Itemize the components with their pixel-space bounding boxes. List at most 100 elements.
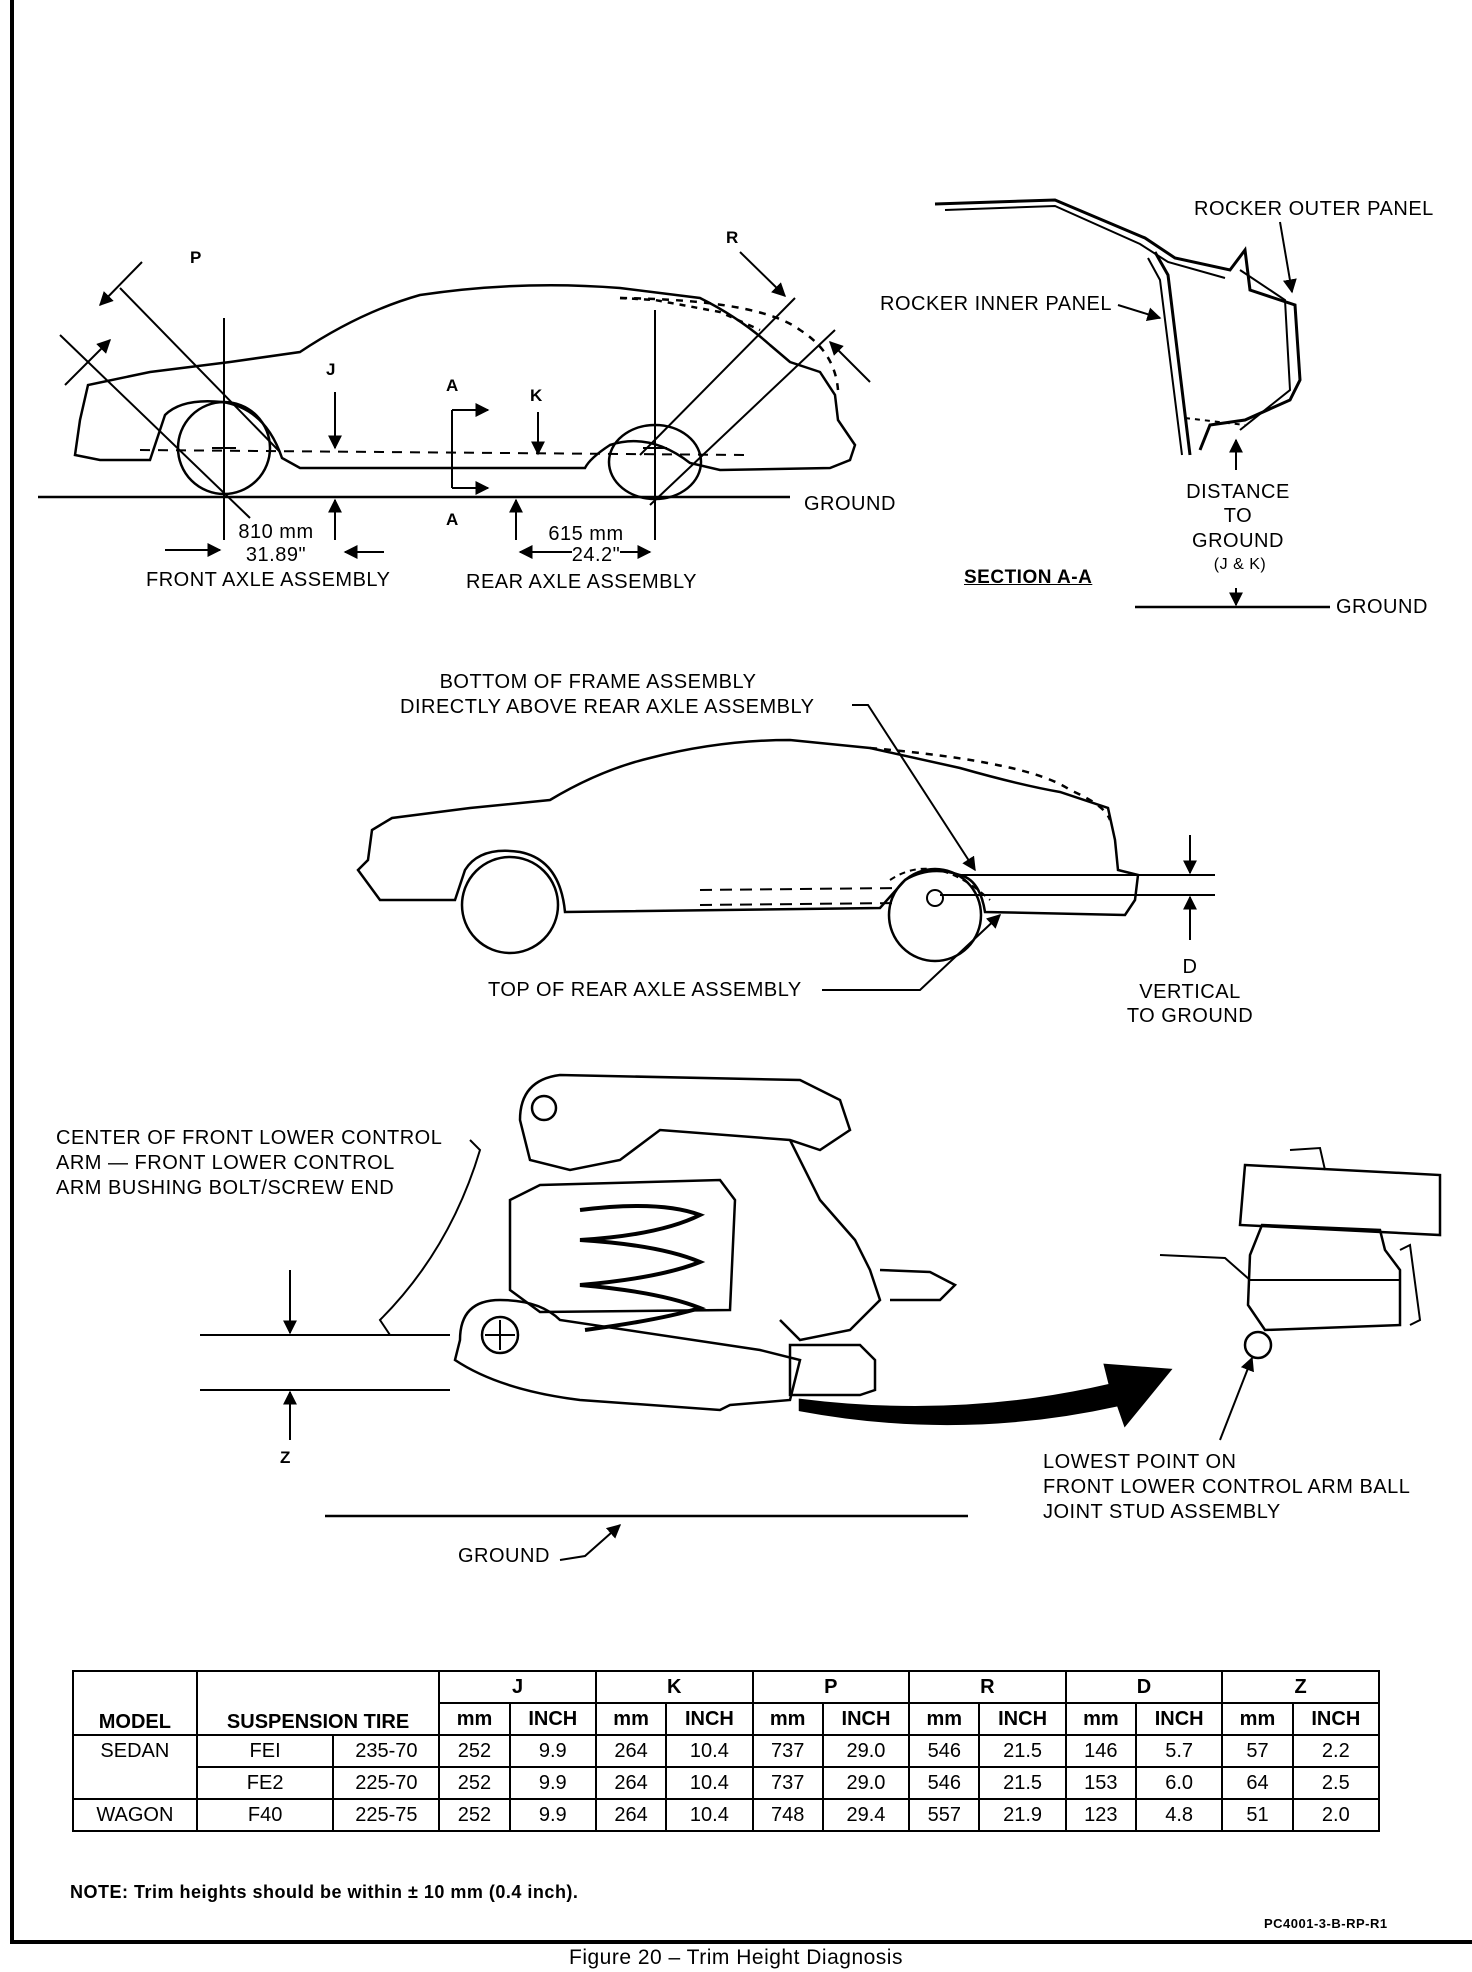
rear-dim-in: 24.2" bbox=[571, 544, 621, 566]
cell-d-mm: 153 bbox=[1064, 1766, 1138, 1800]
cell-r-inch: 21.5 bbox=[978, 1734, 1067, 1768]
big-arrow bbox=[798, 1363, 1173, 1428]
cell-suspension: FE2 bbox=[195, 1766, 335, 1800]
cell-z-mm: 51 bbox=[1221, 1798, 1294, 1832]
cell-suspension: FEI bbox=[195, 1734, 335, 1768]
figure-caption: Figure 20 – Trim Height Diagnosis bbox=[569, 1946, 903, 1969]
spring-housing bbox=[508, 1178, 737, 1314]
d-label: D bbox=[1182, 956, 1198, 978]
to-ground-label: TO GROUND bbox=[1126, 1005, 1254, 1027]
lowest-point-label-2: FRONT LOWER CONTROL ARM BALL bbox=[1043, 1476, 1411, 1498]
r-line-2 bbox=[649, 329, 836, 506]
cell-r-mm: 557 bbox=[908, 1798, 981, 1832]
rocker-panel-top bbox=[934, 198, 1302, 451]
rocker-outer-label: ROCKER OUTER PANEL bbox=[1194, 198, 1434, 220]
label-a-bottom: A bbox=[446, 510, 459, 529]
header-p: P bbox=[751, 1670, 911, 1704]
cell-p-mm: 737 bbox=[751, 1734, 824, 1768]
bottom-frame-label-1: BOTTOM OF FRAME ASSEMBLY bbox=[439, 671, 757, 693]
top-car-window bbox=[619, 296, 761, 332]
front-dim-in: 31.89" bbox=[245, 544, 307, 566]
cell-k-mm: 264 bbox=[594, 1734, 668, 1768]
middle-car-rear-dashed bbox=[869, 746, 1112, 821]
center-arm-label-1: CENTER OF FRONT LOWER CONTROL bbox=[56, 1127, 443, 1149]
header-unit-inch: INCH bbox=[978, 1702, 1067, 1736]
label-r: R bbox=[726, 228, 739, 247]
center-arm-label-3: ARM BUSHING BOLT/SCREW END bbox=[56, 1177, 395, 1199]
table-row: SEDAN FEI 235-70 252 9.9 264 10.4 737 29… bbox=[72, 1734, 1381, 1768]
header-unit-mm: mm bbox=[908, 1702, 981, 1736]
frame-left-border bbox=[10, 0, 14, 1942]
cell-z-inch: 2.2 bbox=[1291, 1734, 1381, 1768]
ball-joint-small bbox=[788, 1343, 877, 1397]
header-unit-inch: INCH bbox=[1291, 1702, 1381, 1736]
cell-model: SEDAN bbox=[72, 1734, 198, 1767]
table-header-row-2: mm INCH mm INCH mm INCH mm INCH mm INCH … bbox=[73, 1702, 1381, 1736]
header-suspension-tire: SUSPENSION TIRE bbox=[195, 1670, 441, 1736]
section-aa-drawing bbox=[934, 198, 1330, 609]
cell-z-mm: 57 bbox=[1221, 1734, 1294, 1768]
cell-j-mm: 252 bbox=[438, 1734, 511, 1768]
trim-height-table: MODEL SUSPENSION TIRE J K P R D Z mm INC… bbox=[72, 1670, 1381, 1832]
trim-height-note: NOTE: Trim heights should be within ± 10… bbox=[70, 1882, 579, 1902]
control-arm bbox=[453, 1298, 802, 1412]
header-r: R bbox=[908, 1670, 1067, 1704]
cell-r-inch: 21.5 bbox=[978, 1766, 1067, 1800]
rear-axle-label: REAR AXLE ASSEMBLY bbox=[466, 571, 697, 593]
header-unit-mm: mm bbox=[1064, 1702, 1138, 1736]
cell-k-mm: 264 bbox=[594, 1798, 668, 1832]
cell-model: WAGON bbox=[72, 1798, 198, 1832]
cell-p-mm: 737 bbox=[751, 1766, 824, 1800]
header-k: K bbox=[594, 1670, 754, 1704]
top-car-rear-dashed bbox=[619, 296, 840, 391]
top-car-body bbox=[73, 283, 857, 472]
table-row: FE2 225-70 252 9.9 264 10.4 737 29.0 546… bbox=[72, 1766, 1381, 1800]
frame-hole bbox=[530, 1094, 558, 1122]
cell-z-inch: 2.5 bbox=[1291, 1766, 1381, 1800]
lowest-point-circle bbox=[1243, 1330, 1273, 1360]
header-unit-inch: INCH bbox=[508, 1702, 597, 1736]
cell-tire: 235-70 bbox=[332, 1734, 441, 1768]
cell-p-inch: 29.0 bbox=[821, 1766, 911, 1800]
bottom-frame-label-2: DIRECTLY ABOVE REAR AXLE ASSEMBLY bbox=[400, 696, 815, 718]
cell-p-mm: 748 bbox=[751, 1798, 824, 1832]
cell-z-mm: 64 bbox=[1221, 1766, 1294, 1800]
vertical-label: VERTICAL bbox=[1139, 981, 1241, 1003]
cell-d-inch: 6.0 bbox=[1135, 1766, 1224, 1800]
detail-ball-joint bbox=[1246, 1223, 1402, 1332]
cell-r-inch: 21.9 bbox=[978, 1798, 1067, 1832]
front-dim-mm: 810 mm bbox=[238, 521, 314, 543]
header-unit-mm: mm bbox=[594, 1702, 668, 1736]
distance-label-3: GROUND bbox=[1192, 530, 1284, 552]
cell-d-mm: 123 bbox=[1064, 1798, 1138, 1832]
front-axle-label: FRONT AXLE ASSEMBLY bbox=[146, 569, 391, 591]
header-z: Z bbox=[1221, 1670, 1380, 1704]
cell-j-mm: 252 bbox=[438, 1766, 511, 1800]
cell-p-inch: 29.4 bbox=[821, 1798, 911, 1832]
label-k: K bbox=[530, 386, 543, 405]
bushing-bolt bbox=[480, 1315, 520, 1355]
top-ground-label: GROUND bbox=[804, 493, 896, 515]
r-line-1 bbox=[639, 297, 796, 456]
cell-j-inch: 9.9 bbox=[508, 1798, 597, 1832]
section-aa-title: SECTION A-A bbox=[964, 567, 1093, 588]
lowest-point-label-1: LOWEST POINT ON bbox=[1043, 1451, 1237, 1473]
cell-d-inch: 4.8 bbox=[1135, 1798, 1224, 1832]
label-p: P bbox=[190, 248, 202, 267]
cell-k-inch: 10.4 bbox=[665, 1798, 754, 1832]
header-unit-mm: mm bbox=[438, 1702, 511, 1736]
header-j: J bbox=[438, 1670, 597, 1704]
cell-tire: 225-70 bbox=[332, 1766, 441, 1800]
cell-d-inch: 5.7 bbox=[1135, 1734, 1224, 1768]
cell-model bbox=[72, 1767, 198, 1800]
frame-bottom-border bbox=[10, 1940, 1472, 1944]
suspension-drawing bbox=[200, 1073, 1442, 1561]
cell-k-mm: 264 bbox=[594, 1766, 668, 1800]
rocker-inner-label: ROCKER INNER PANEL bbox=[880, 293, 1113, 315]
cell-k-inch: 10.4 bbox=[665, 1766, 754, 1800]
rocker-outer-line bbox=[1239, 269, 1292, 431]
cell-r-mm: 546 bbox=[908, 1734, 981, 1768]
distance-label-2: TO bbox=[1223, 505, 1253, 527]
distance-label-4: (J & K) bbox=[1213, 556, 1267, 573]
